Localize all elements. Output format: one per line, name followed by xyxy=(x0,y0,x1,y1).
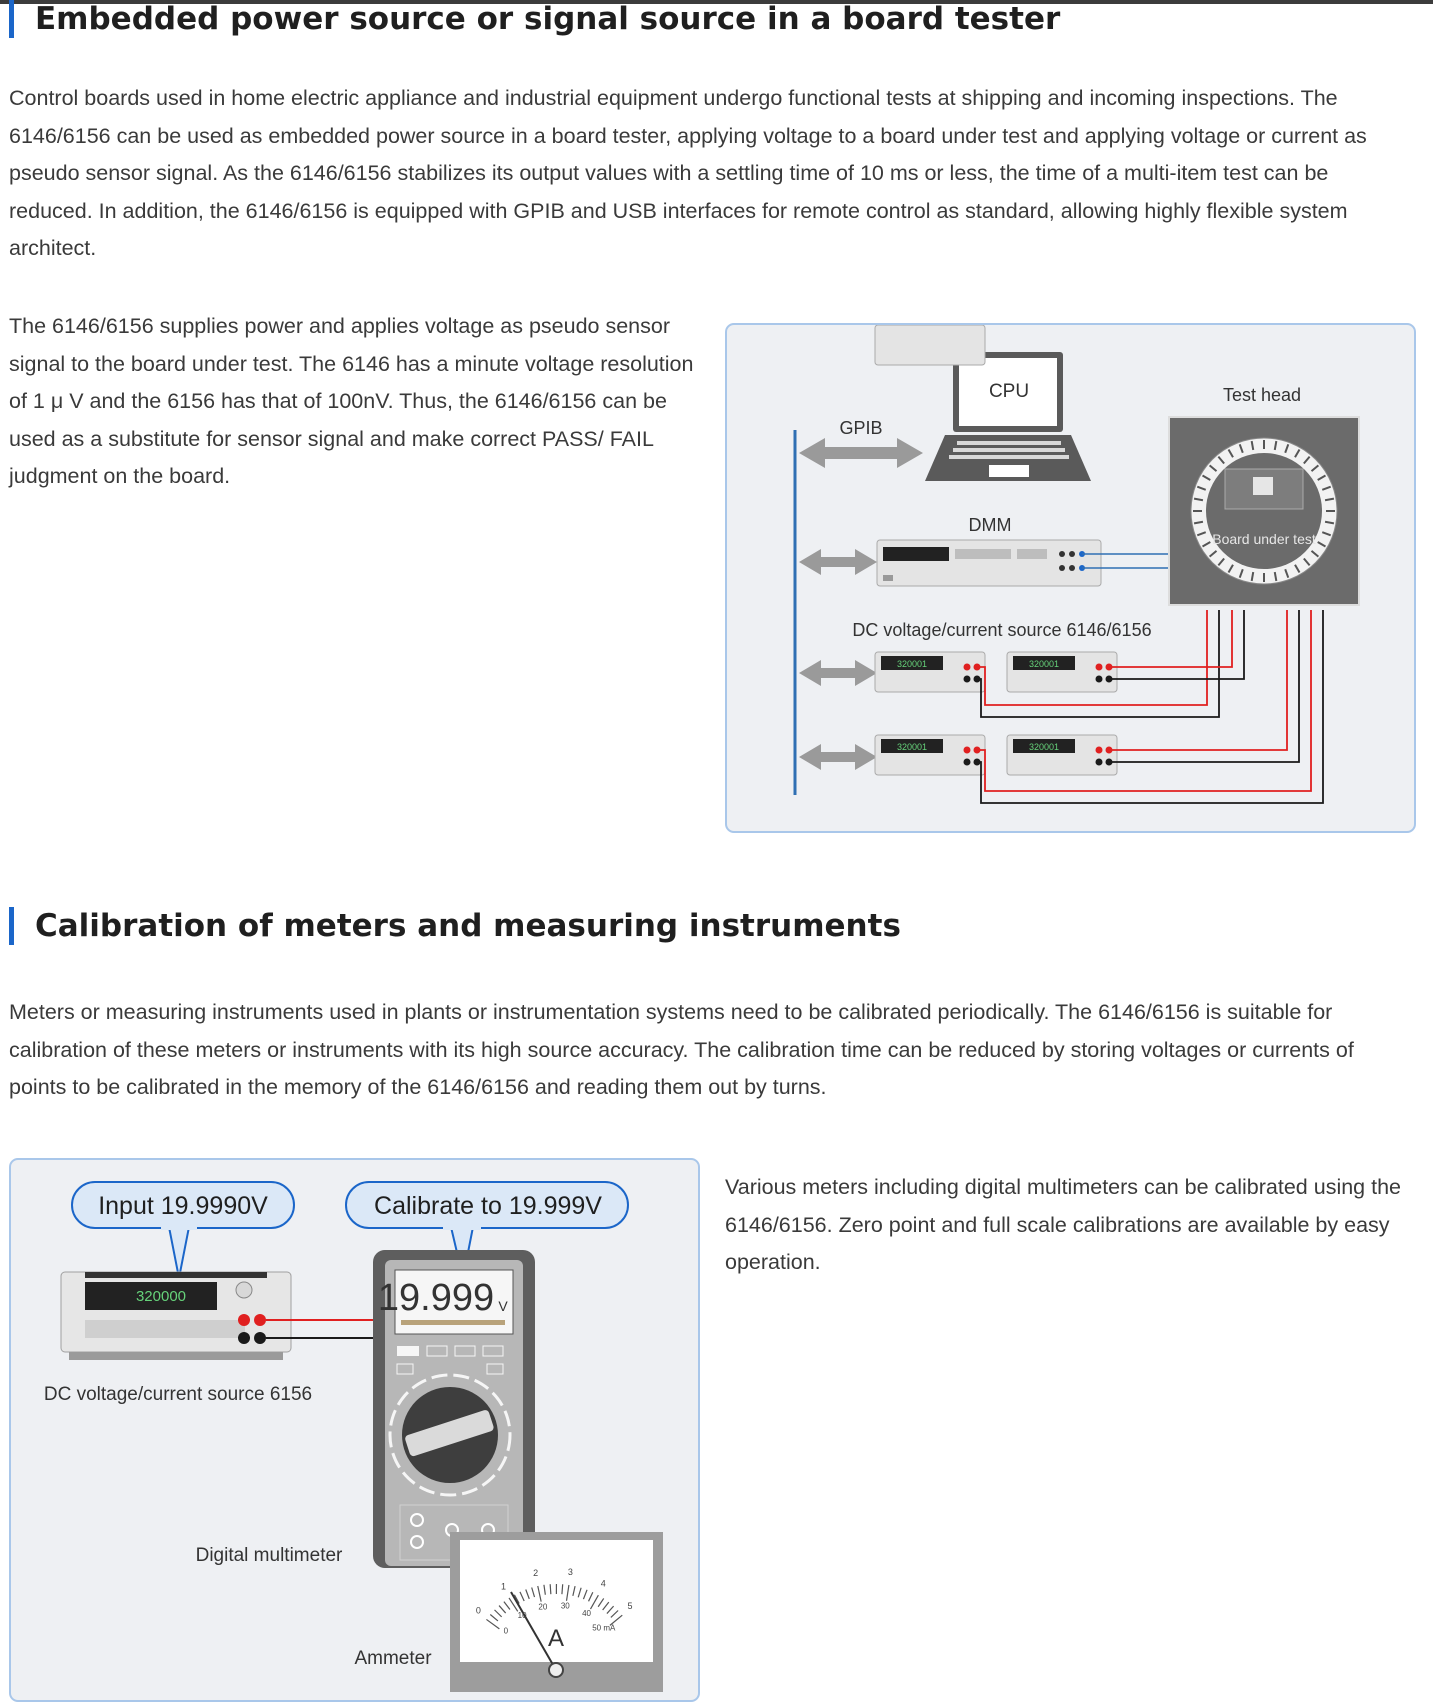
board-under-test-label: Board under test xyxy=(1212,531,1316,547)
ammeter-scale-top-label: 3 xyxy=(568,1567,573,1577)
dmm-label: DMM xyxy=(969,515,1012,535)
gpib-arrow-source-1 xyxy=(799,660,877,686)
ammeter-label: Ammeter xyxy=(354,1648,432,1669)
ammeter-scale-bottom-label: 10 xyxy=(518,1611,527,1620)
calibration-intro: Meters or measuring instruments used in … xyxy=(9,994,1404,1107)
gpib-label: GPIB xyxy=(839,418,882,438)
ammeter-unit: A xyxy=(548,1625,564,1652)
ammeter xyxy=(450,1532,663,1692)
ammeter-tick xyxy=(550,1584,551,1594)
ammeter-tick xyxy=(562,1584,563,1594)
gpib-arrow-cpu xyxy=(799,438,923,468)
ammeter-scale-top-label: 5 xyxy=(627,1601,632,1611)
ammeter-scale-top-label: 2 xyxy=(533,1568,538,1578)
input-bubble-text: Input 19.9990V xyxy=(98,1192,268,1220)
source-unit-4-display: 320001 xyxy=(1029,742,1059,752)
source-unit-2-display: 320001 xyxy=(1029,659,1059,669)
board-tester-side-text: The 6146/6156 supplies power and applies… xyxy=(9,308,699,496)
ammeter-scale-bottom-label: 0 xyxy=(504,1627,509,1636)
source-unit-4: 320001 xyxy=(1007,735,1117,775)
calibration-side-text: Various meters including digital multime… xyxy=(725,1169,1415,1282)
ammeter-scale-bottom-label: 30 xyxy=(561,1602,570,1611)
section-title-calibration: Calibration of meters and measuring inst… xyxy=(9,907,901,945)
source-6156-label: DC voltage/current source 6156 xyxy=(44,1384,312,1405)
ammeter-scale-bottom-label: 20 xyxy=(538,1602,547,1611)
dmm-instrument-icon xyxy=(877,540,1101,586)
source-label: DC voltage/current source 6146/6156 xyxy=(852,620,1151,640)
dmm-unit: V xyxy=(498,1298,508,1314)
source-6156-display: 320000 xyxy=(136,1288,186,1305)
ammeter-scale-bottom-label: 50 mA xyxy=(592,1623,616,1632)
source-6156-instrument xyxy=(61,1272,291,1360)
board-tester-diagram: GPIB CPU DMM Test head xyxy=(725,323,1416,833)
source-unit-2: 320001 xyxy=(1007,652,1117,692)
section-title-board-tester: Embedded power source or signal source i… xyxy=(9,0,1060,38)
board-tester-intro: Control boards used in home electric app… xyxy=(9,80,1404,268)
dmm-reading: 19.999 xyxy=(378,1277,494,1319)
gpib-arrow-source-2 xyxy=(799,744,877,770)
source-unit-1: 320001 xyxy=(875,652,985,692)
calibration-diagram: Input 19.9990V Calibrate to 19.999V 3200… xyxy=(9,1158,700,1702)
board-tester-diagram-svg: GPIB CPU DMM Test head xyxy=(727,325,1414,831)
calibrate-bubble-text: Calibrate to 19.999V xyxy=(374,1192,602,1220)
gpib-arrows xyxy=(799,438,923,770)
ammeter-scale-top-label: 0 xyxy=(476,1606,481,1616)
cpu-laptop-icon xyxy=(925,352,1091,481)
dmm-label: Digital multimeter xyxy=(196,1545,343,1566)
ammeter-scale-top-label: 4 xyxy=(601,1578,606,1588)
source-unit-1-display: 320001 xyxy=(897,659,927,669)
cpu-label: CPU xyxy=(989,381,1029,402)
ammeter-scale-top-label: 1 xyxy=(501,1582,506,1592)
ammeter-pivot xyxy=(549,1663,563,1677)
test-head-label: Test head xyxy=(1223,385,1301,405)
calibration-diagram-svg: Input 19.9990V Calibrate to 19.999V 3200… xyxy=(11,1160,698,1700)
source-unit-3-display: 320001 xyxy=(897,742,927,752)
gpib-arrow-dmm xyxy=(799,549,877,575)
ammeter-scale-bottom-label: 40 xyxy=(582,1609,591,1618)
